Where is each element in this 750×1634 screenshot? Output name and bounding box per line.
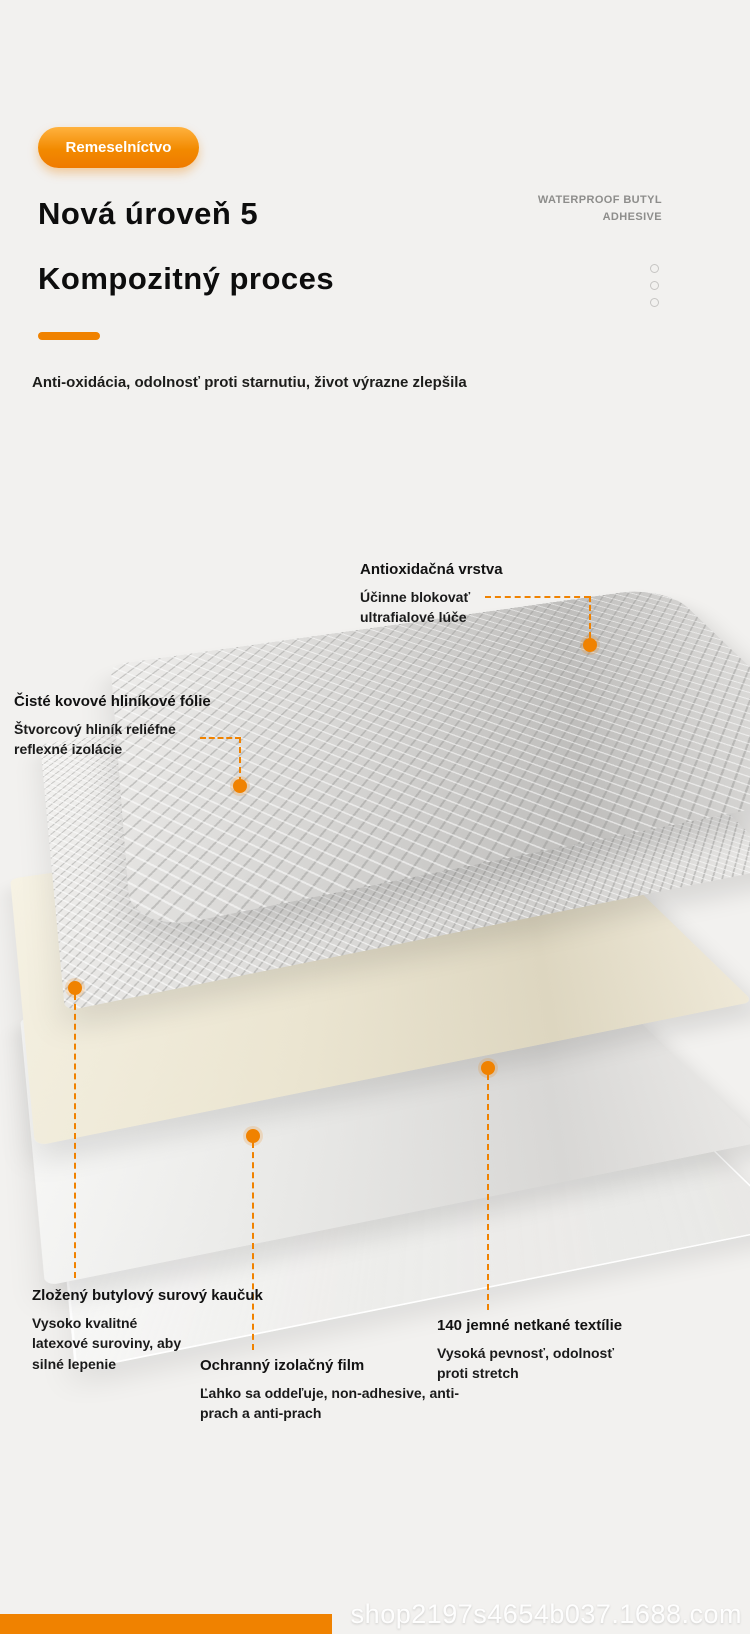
craft-badge-label: Remeselníctvo xyxy=(65,139,172,156)
callout-title: Ochranný izolačný film xyxy=(200,1357,365,1374)
callout-title: Čisté kovové hliníkové fólie xyxy=(14,693,211,710)
layer-nonwoven-fabric xyxy=(10,802,750,1147)
layer-antioxidant-foil xyxy=(110,586,750,934)
callout-dot-textile xyxy=(481,1061,495,1075)
callout-antioxidant-layer: Antioxidačná vrstva Účinne blokovať ultr… xyxy=(360,561,503,628)
callout-line-antioxidant xyxy=(589,596,591,638)
ring-icons xyxy=(650,264,659,307)
callout-title: Zložený butylový surový kaučuk xyxy=(32,1287,263,1304)
ring-icon xyxy=(650,264,659,273)
callout-dot-antioxidant xyxy=(583,638,597,652)
callout-aluminium-foil: Čisté kovové hliníkové fólie Štvorcový h… xyxy=(14,693,211,760)
page-title-line-1: Nová úroveň 5 xyxy=(38,196,259,231)
callout-dot-aluminium xyxy=(233,779,247,793)
callout-dot-butyl xyxy=(68,981,82,995)
shop-watermark: shop2197s4654b037.1688.com xyxy=(350,1599,742,1629)
craft-badge: Remeselníctvo xyxy=(38,127,199,168)
callout-protective-film: Ochranný izolačný film Ľahko sa oddeľuje… xyxy=(200,1357,459,1424)
callout-nonwoven-textile: 140 jemné netkané textílie Vysoká pevnos… xyxy=(437,1317,622,1384)
callout-desc: Štvorcový hliník reliéfne reflexné izolá… xyxy=(14,721,176,758)
callout-desc: Účinne blokovať ultrafialové lúče xyxy=(360,589,471,626)
subtitle: Anti-oxidácia, odolnosť proti starnutiu,… xyxy=(32,374,467,391)
callout-line-butyl xyxy=(74,994,76,1278)
callout-title: Antioxidačná vrstva xyxy=(360,561,503,578)
callout-line-textile xyxy=(487,1074,489,1310)
callout-dot-film xyxy=(246,1129,260,1143)
corner-label: WATERPROOF BUTYL ADHESIVE xyxy=(537,194,662,223)
callout-desc: Vysoká pevnosť, odolnosť proti stretch xyxy=(437,1345,615,1382)
layer-butyl-rubber xyxy=(20,942,750,1287)
ring-icon xyxy=(650,281,659,290)
callout-desc: Ľahko sa oddeľuje, non-adhesive, anti- p… xyxy=(200,1385,459,1422)
callout-title: 140 jemné netkané textílie xyxy=(437,1317,623,1334)
page-title-line-2: Kompozitný proces xyxy=(38,261,335,296)
ring-icon xyxy=(650,298,659,307)
callout-line-aluminium xyxy=(239,737,241,783)
bottom-accent-bar xyxy=(0,1614,332,1634)
accent-dash xyxy=(38,332,100,340)
